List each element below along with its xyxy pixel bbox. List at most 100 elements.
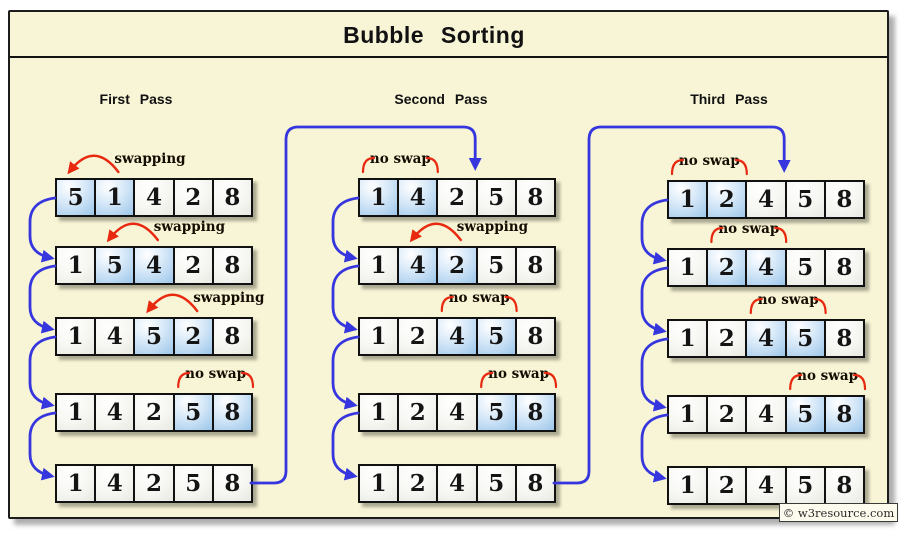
no-swap-annotation-label: no swap <box>488 366 550 382</box>
no-swap-annotation-label: no swap <box>185 366 247 382</box>
array-cell: 8 <box>514 180 555 215</box>
array-cell: 8 <box>211 248 252 283</box>
title-divider <box>10 56 887 58</box>
swap-annotation-label: swapping <box>193 290 265 306</box>
array-cell: 8 <box>823 468 864 503</box>
array-cell: 2 <box>133 395 173 430</box>
array-cell-highlighted: 1 <box>94 180 134 215</box>
array-cell: 1 <box>669 321 707 356</box>
array-cell: 5 <box>784 182 824 217</box>
array-cell: 5 <box>172 466 212 501</box>
array-cell: 2 <box>397 319 437 354</box>
pass-header-second: Second Pass <box>394 91 488 107</box>
array-cell: 5 <box>784 468 824 503</box>
array-cell-highlighted: 4 <box>133 248 173 283</box>
array-cell: 2 <box>436 180 476 215</box>
array-cell-highlighted: 1 <box>360 180 398 215</box>
array-cell-highlighted: 2 <box>706 182 746 217</box>
watermark: © w3resource.com <box>779 503 898 522</box>
no-swap-annotation-label: no swap <box>369 151 431 167</box>
array-cell-highlighted: 4 <box>745 250 785 285</box>
array-cell-highlighted: 5 <box>784 321 824 356</box>
array-cell: 1 <box>57 466 95 501</box>
array-cell-highlighted: 1 <box>669 182 707 217</box>
swap-annotation-label: swapping <box>114 151 186 167</box>
array-cell-highlighted: 4 <box>745 321 785 356</box>
array-cell: 8 <box>823 321 864 356</box>
no-swap-annotation-label: no swap <box>718 221 780 237</box>
array-cell: 4 <box>94 319 134 354</box>
diagram-title: Bubble Sorting <box>343 22 525 48</box>
array-cell: 1 <box>57 248 95 283</box>
array-cell: 2 <box>133 466 173 501</box>
swap-annotation-label: swapping <box>456 219 529 235</box>
array-cell: 5 <box>475 466 515 501</box>
array-cell: 4 <box>94 395 134 430</box>
pass-header-first: First Pass <box>99 91 173 107</box>
array-cell: 8 <box>514 466 555 501</box>
array-cell-highlighted: 5 <box>172 395 212 430</box>
array-cell: 4 <box>745 182 785 217</box>
array-cell: 4 <box>745 397 785 432</box>
array-cell: 4 <box>745 468 785 503</box>
array-cell: 2 <box>706 468 746 503</box>
array-cell: 1 <box>360 248 398 283</box>
array-cell: 2 <box>706 321 746 356</box>
no-swap-annotation-label: no swap <box>678 153 740 169</box>
no-swap-annotation-label: no swap <box>797 368 859 384</box>
array-cell: 8 <box>823 250 864 285</box>
array-cell: 2 <box>397 466 437 501</box>
array-cell: 1 <box>57 319 95 354</box>
no-swap-annotation-label: no swap <box>757 292 819 308</box>
array-cell: 2 <box>706 397 746 432</box>
swap-annotation-label: swapping <box>153 219 226 235</box>
array-cell-highlighted: 5 <box>784 397 824 432</box>
array-cell-highlighted: 5 <box>57 180 95 215</box>
array-cell: 5 <box>475 248 515 283</box>
array-cell: 1 <box>360 395 398 430</box>
array-cell: 1 <box>669 397 707 432</box>
array-cell: 1 <box>360 466 398 501</box>
array-cell-highlighted: 5 <box>475 395 515 430</box>
array-cell-highlighted: 5 <box>94 248 134 283</box>
array-cell: 8 <box>211 466 252 501</box>
array-cell-highlighted: 2 <box>706 250 746 285</box>
array-cell-highlighted: 8 <box>514 395 555 430</box>
array-cell: 4 <box>94 466 134 501</box>
array-cell: 4 <box>436 466 476 501</box>
array-cell: 1 <box>360 319 398 354</box>
pass-header-third: Third Pass <box>690 91 768 107</box>
array-cell-highlighted: 4 <box>436 319 476 354</box>
array-cell: 1 <box>669 468 707 503</box>
array-cell: 8 <box>211 180 252 215</box>
array-cell: 8 <box>514 248 555 283</box>
array-cell: 8 <box>514 319 555 354</box>
no-swap-annotation-label: no swap <box>448 290 510 306</box>
array-cell: 4 <box>436 395 476 430</box>
array-cell-highlighted: 2 <box>172 319 212 354</box>
array-cell: 1 <box>669 250 707 285</box>
array-cell-highlighted: 8 <box>211 395 252 430</box>
array-cell: 2 <box>172 248 212 283</box>
array-cell-highlighted: 8 <box>823 397 864 432</box>
array-cell: 2 <box>397 395 437 430</box>
array-cell-highlighted: 4 <box>397 180 437 215</box>
array-cell: 5 <box>475 180 515 215</box>
array-cell: 4 <box>133 180 173 215</box>
